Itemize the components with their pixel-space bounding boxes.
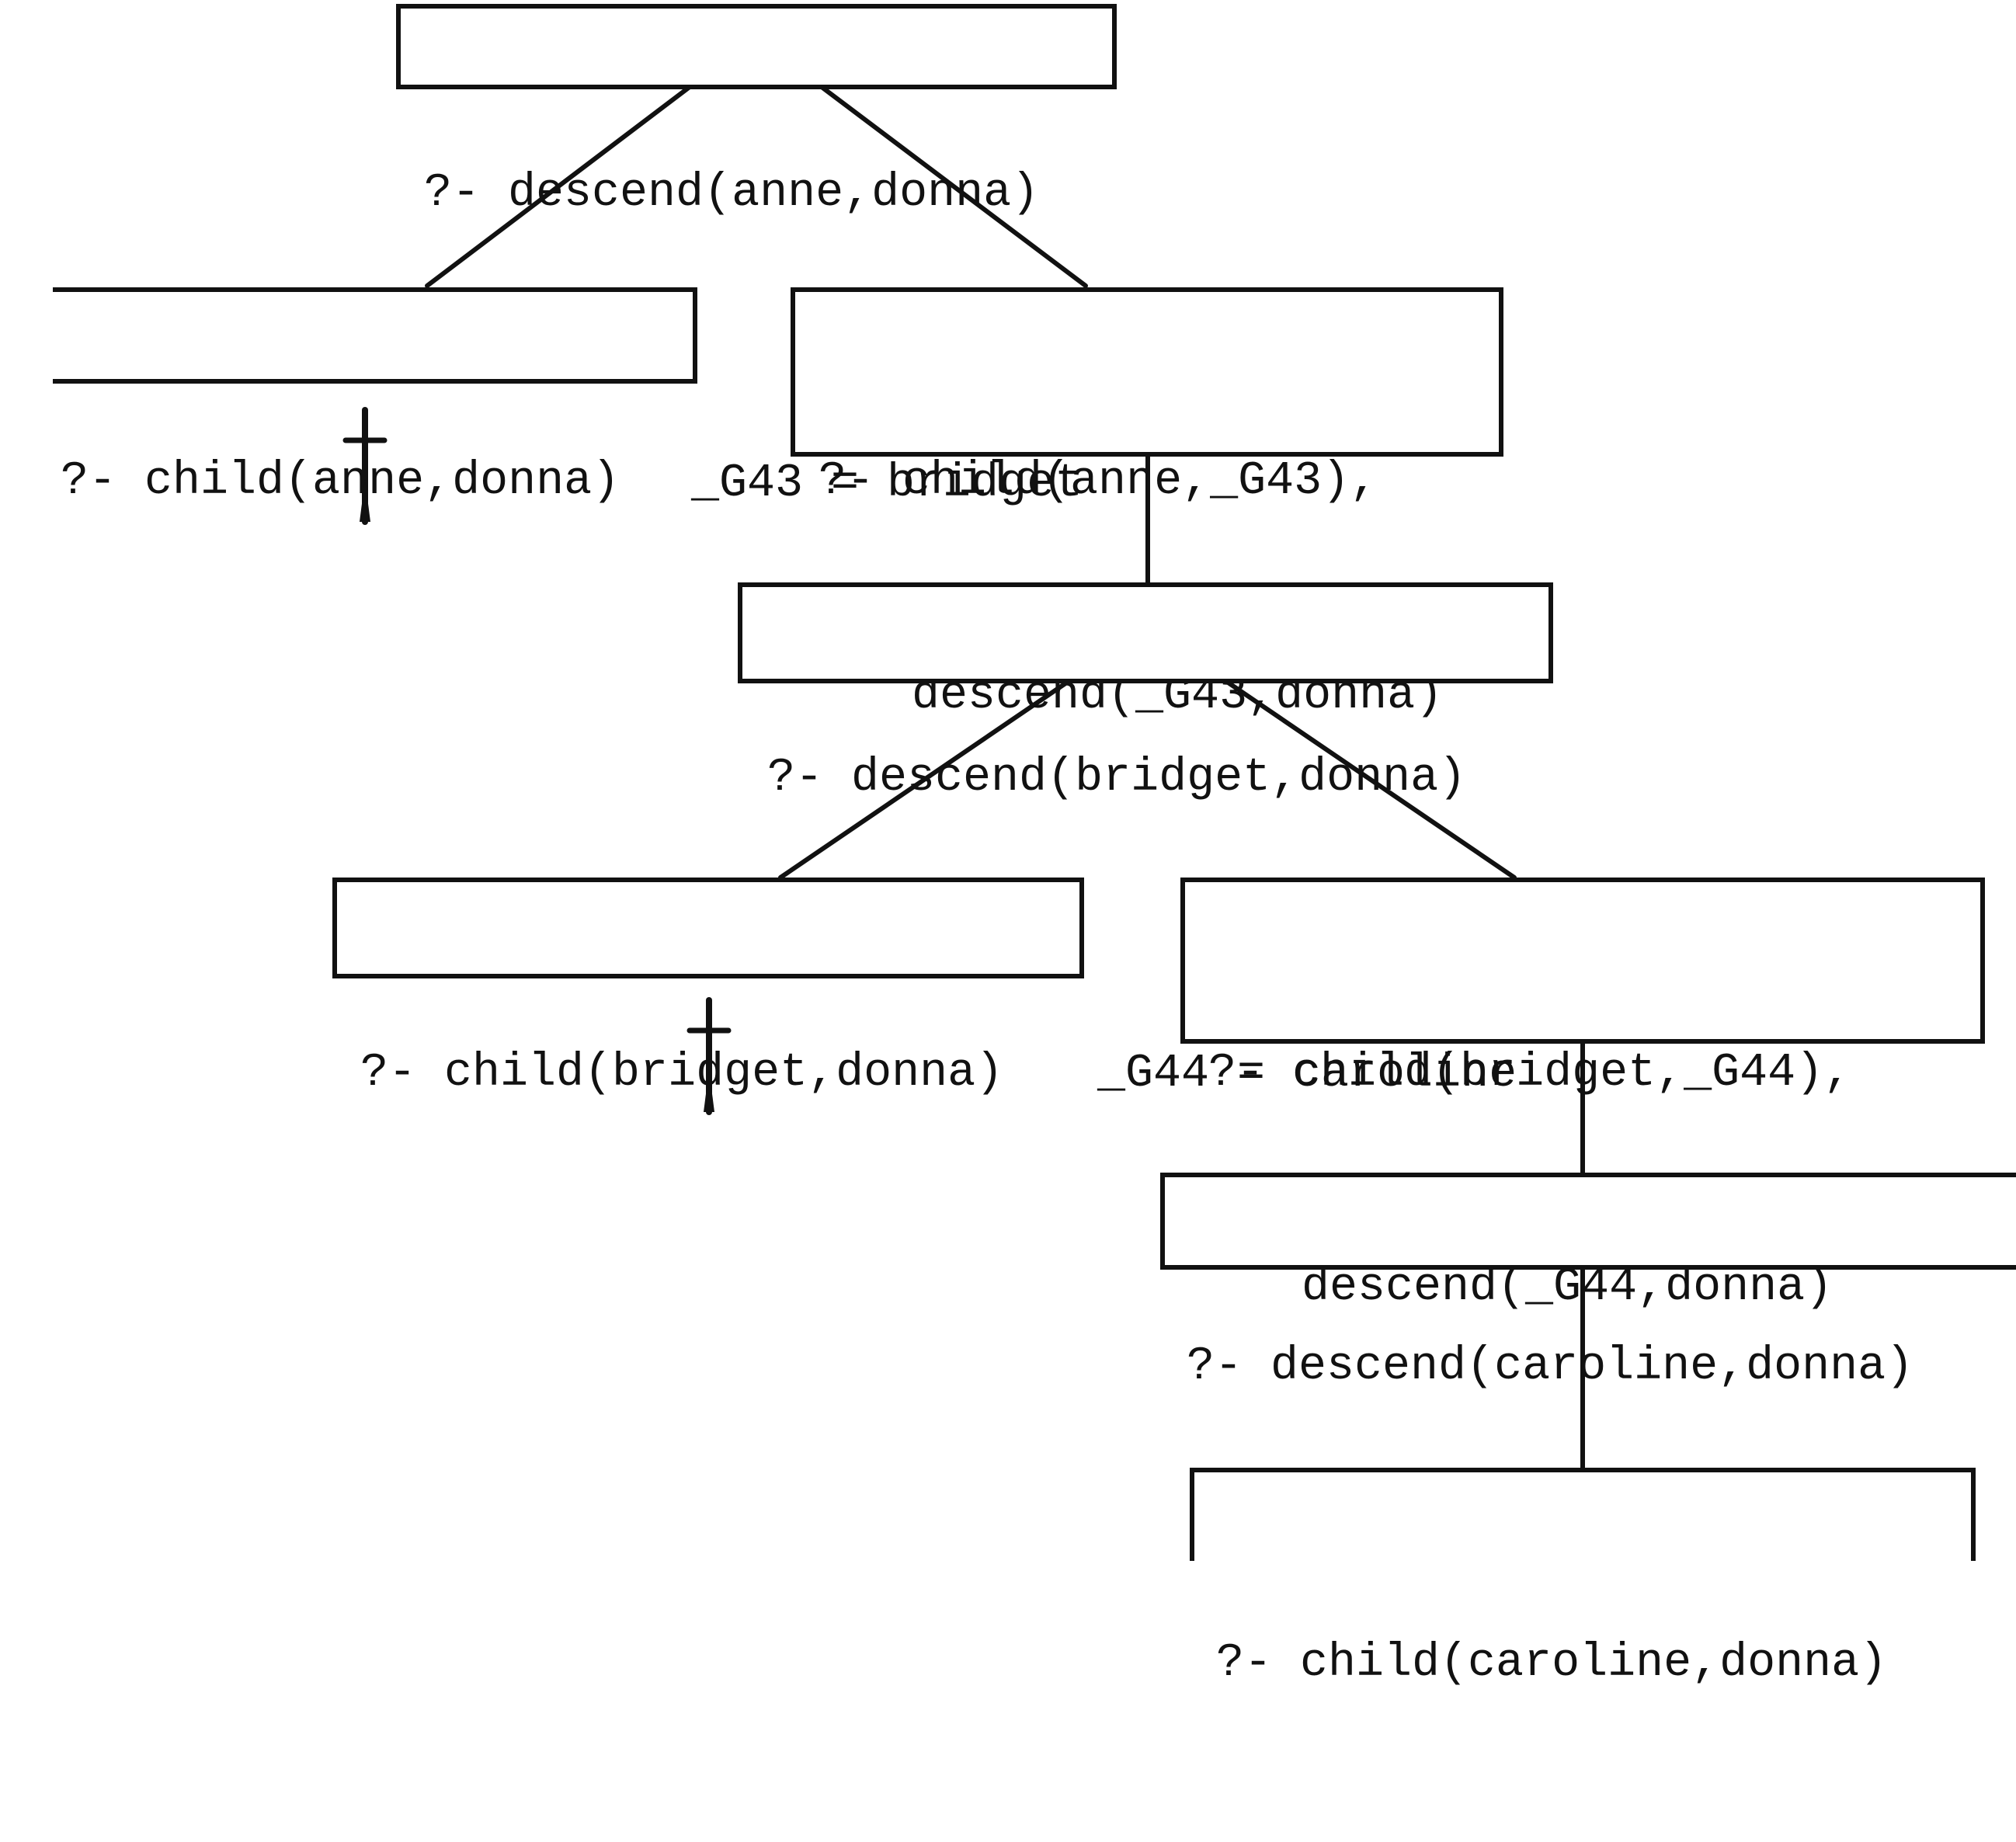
dagger-icon (342, 407, 388, 525)
node-goal-continuation-text: descend(_G44,donna) (1302, 1261, 1834, 1314)
node-goal-text: ?- descend(caroline,donna) (1187, 1340, 1914, 1393)
node-goal-text: ?- child(caroline,donna) (1216, 1637, 1888, 1690)
node-descend-caroline-donna: ?- descend(caroline,donna) (1160, 1173, 2016, 1393)
node-descend-bridget-donna: ?- descend(bridget,donna) (738, 582, 1553, 805)
edge-root-to-child-anne-donna (425, 85, 692, 288)
node-goal-text: ?- child(anne,_G43), (819, 455, 1378, 508)
dagger-icon (686, 997, 732, 1115)
node-goal-text: ?- descend(bridget,donna) (767, 752, 1467, 805)
binding-label-g43: _G43 = bridget (691, 457, 1083, 510)
node-goal-text: ?- child(bridget,_G44), (1208, 1047, 1852, 1100)
node-child-anne-donna: ?- child(anne,donna) (53, 287, 697, 508)
binding-label-g44: _G44 = caroline (1097, 1048, 1517, 1100)
node-descend-anne-donna: ?- descend(anne,donna) (396, 4, 1117, 220)
search-tree-diagram: ?- descend(anne,donna) ?- child(anne,don… (53, 4, 2016, 1690)
edge-descend-bridget-to-child-bridget-g44 (1225, 679, 1517, 880)
node-goal-text: ?- child(bridget,donna) (360, 1047, 1004, 1100)
edge-root-to-child-anne-g43 (819, 85, 1088, 288)
edge-descend-bridget-to-child-bridget-donna (778, 679, 1070, 880)
node-child-bridget-g44-descend-g44-donna: ?- child(bridget,_G44), descend(_G44,don… (1180, 878, 1985, 1314)
node-goal-text: ?- descend(anne,donna) (424, 167, 1040, 220)
node-child-caroline-donna: ?- child(caroline,donna) (1190, 1468, 1976, 1690)
node-child-bridget-donna: ?- child(bridget,donna) (332, 878, 1084, 1100)
node-child-anne-g43-descend-g43-donna: ?- child(anne,_G43), descend(_G43,donna) (791, 287, 1503, 722)
tree-edges (425, 85, 1585, 1470)
node-goal-text: ?- child(anne,donna) (61, 455, 620, 508)
